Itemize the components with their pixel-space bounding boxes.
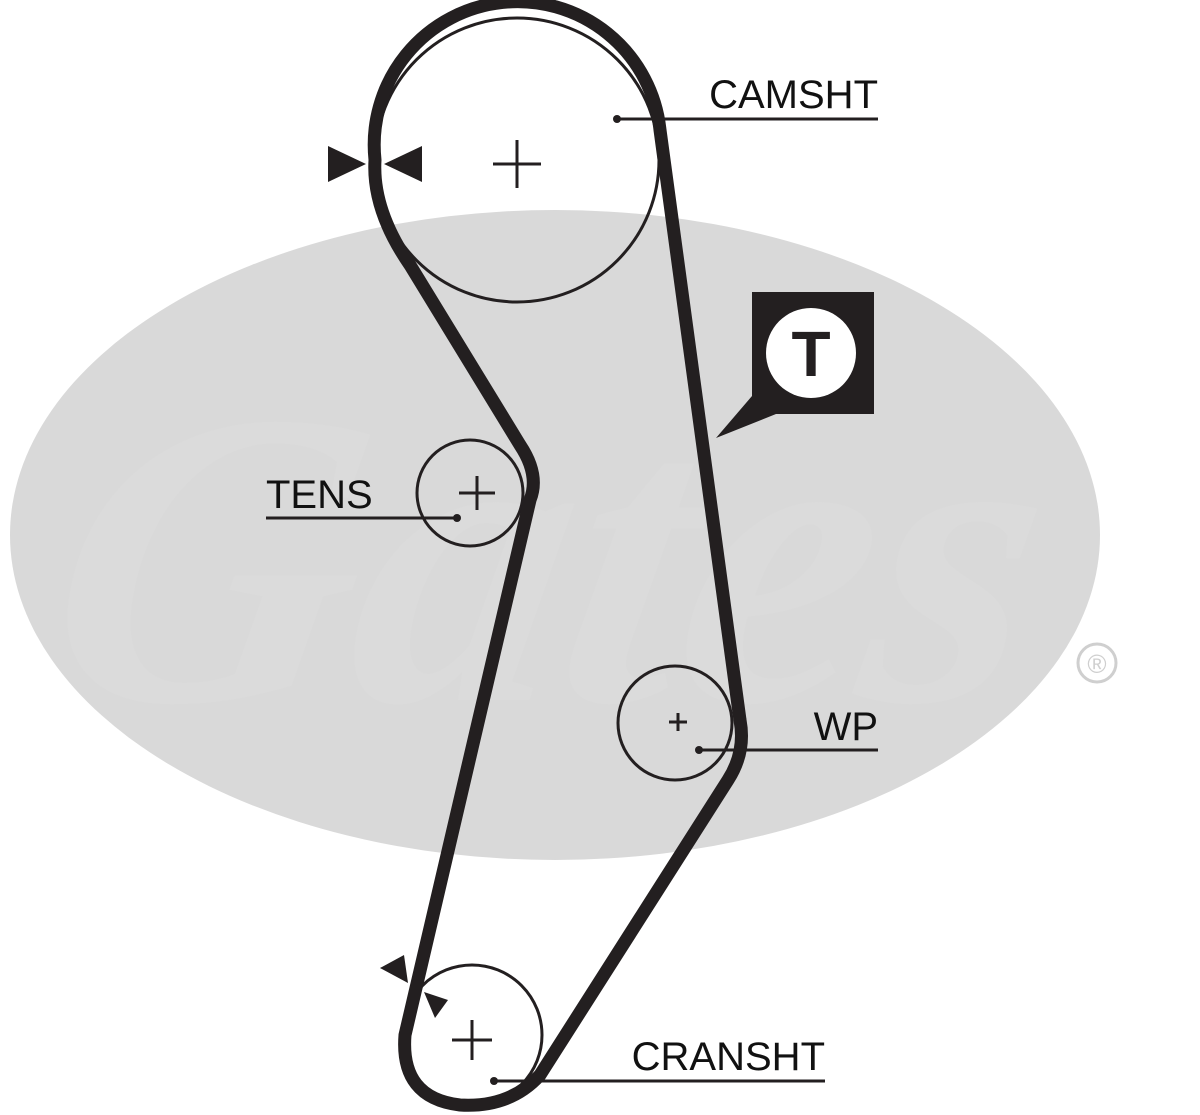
water-pump-label: WP xyxy=(814,705,878,749)
logo-wordmark: Gates xyxy=(20,326,1082,791)
tensioner-callout: TENS xyxy=(266,473,461,522)
tensioner-center-icon xyxy=(459,476,495,510)
crankshaft-center-icon xyxy=(452,1020,492,1060)
tension-badge-letter: T xyxy=(791,318,830,390)
registered-mark-icon: ® xyxy=(1076,642,1118,684)
crankshaft-callout: CRANSHT xyxy=(490,1035,825,1085)
crankshaft-label: CRANSHT xyxy=(632,1035,825,1079)
camshaft-timing-mark-icon xyxy=(328,146,422,182)
camshaft-label: CAMSHT xyxy=(709,73,878,117)
crankshaft-timing-mark-icon xyxy=(380,955,448,1018)
water-pump-center-icon xyxy=(669,713,687,731)
water-pump-pulley xyxy=(616,664,734,782)
timing-belt xyxy=(367,0,748,1112)
tensioner-label: TENS xyxy=(266,473,373,517)
camshaft-callout: CAMSHT xyxy=(613,73,878,123)
water-pump-callout: WP xyxy=(695,705,878,754)
camshaft-center-icon xyxy=(493,140,541,188)
svg-text:®: ® xyxy=(1087,649,1106,679)
gates-logo-watermark: Gates ® xyxy=(10,210,1118,860)
tension-badge: T xyxy=(716,292,874,438)
tensioner-pulley xyxy=(415,438,525,548)
